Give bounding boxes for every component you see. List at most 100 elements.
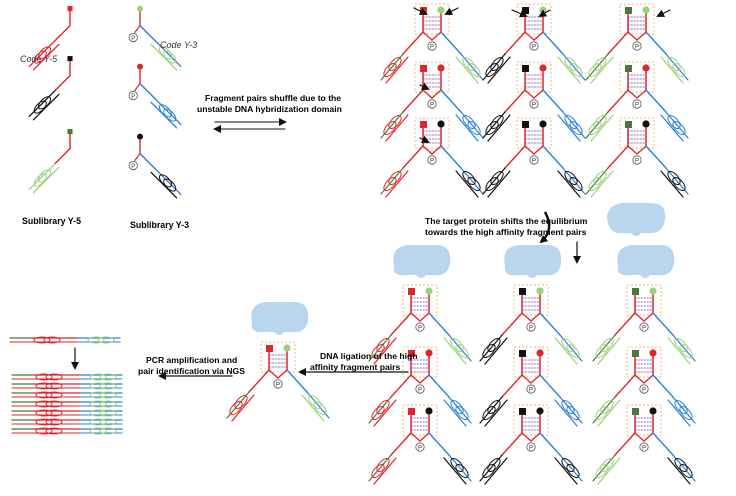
junction — [634, 432, 645, 442]
y5-code-ellipse — [595, 463, 609, 479]
phosphate-label: P — [642, 325, 646, 331]
y3-tag-circle — [437, 64, 445, 72]
fragment-tag-circle — [137, 133, 143, 140]
junction — [524, 89, 535, 99]
junction — [627, 145, 638, 155]
y3-code-ellipse — [450, 457, 464, 473]
y5-code-strand — [487, 170, 511, 198]
y5-tag-square — [408, 288, 415, 295]
junction — [533, 89, 544, 99]
y5-code-ellipse — [593, 114, 607, 130]
y3-code-ellipse — [569, 120, 583, 136]
y5-code-ellipse — [487, 399, 501, 415]
phosphate-circle — [639, 322, 649, 332]
y5-code-ellipse — [388, 170, 402, 186]
y5-code-ellipse — [490, 114, 504, 130]
y5-code-strand — [590, 56, 614, 84]
y3-code-strand — [667, 457, 691, 485]
code-strand — [28, 163, 56, 191]
y3-code-strand — [660, 170, 684, 198]
y3-arm — [286, 369, 308, 393]
phosphate-label: P — [418, 387, 422, 393]
y5-code-ellipse — [485, 62, 499, 78]
code-ellipse — [99, 400, 117, 408]
code-ellipse — [89, 382, 107, 390]
y3-arm — [428, 432, 450, 456]
code-ellipse — [89, 373, 107, 381]
code-ellipse — [35, 409, 53, 417]
phosphate-label: P — [529, 387, 533, 393]
target-protein — [617, 245, 675, 278]
y5-code-strand — [373, 337, 397, 365]
target-text-line1: The target protein shifts the equilibriu… — [425, 216, 588, 226]
y5-arm — [390, 432, 412, 456]
y5-code-strand — [484, 337, 508, 365]
y3-tag-circle — [437, 6, 445, 14]
ligation-text-line2: affinity fragment pairs — [310, 362, 401, 372]
y3-arm — [542, 145, 564, 169]
code-ellipse — [45, 409, 63, 417]
y3-code-ellipse — [679, 343, 693, 359]
phosphate-label: P — [418, 445, 422, 451]
y5-code-ellipse — [485, 120, 499, 136]
y5-arm — [614, 374, 636, 398]
y5-code-strand — [487, 56, 511, 84]
code-ellipse — [45, 400, 63, 408]
junction — [521, 432, 532, 442]
junction — [643, 432, 654, 442]
phosphate-circle — [529, 99, 539, 109]
y3-tag-circle — [539, 64, 547, 72]
phosphate-circle — [427, 99, 437, 109]
code-ellipse — [158, 46, 173, 60]
code-ellipse — [37, 169, 52, 183]
y3-code-ellipse — [462, 56, 476, 72]
hybridization-box — [516, 117, 552, 149]
code-strand — [28, 90, 56, 118]
y5-code-strand — [373, 399, 397, 427]
phosphate-label: P — [532, 158, 536, 164]
fragment-tag-square — [67, 129, 73, 135]
y5-arm — [390, 374, 412, 398]
hybridization-box — [513, 284, 549, 316]
y5-arm — [501, 432, 523, 456]
y5-arm — [248, 369, 270, 393]
hybridization-box — [619, 117, 655, 149]
y5-code-strand — [484, 399, 508, 427]
junction — [533, 31, 544, 41]
y5-code-ellipse — [371, 405, 385, 421]
hybridization-box — [626, 404, 662, 436]
y5-tag-square — [522, 121, 529, 128]
phosphate-label: P — [529, 445, 533, 451]
pointer-arrow — [511, 9, 528, 18]
phosphate-label: P — [430, 158, 434, 164]
junction — [410, 374, 421, 384]
code-ellipse — [97, 336, 115, 344]
code-ellipse — [99, 373, 117, 381]
phosphate-label: P — [276, 382, 280, 388]
y3-arm — [542, 89, 564, 113]
y5-arm — [504, 145, 526, 169]
y5-code-ellipse — [490, 170, 504, 186]
y3-code-ellipse — [674, 337, 688, 353]
y5-code-ellipse — [490, 56, 504, 72]
code-ellipse — [163, 108, 177, 122]
y5-code-ellipse — [388, 114, 402, 130]
y3-arm — [539, 312, 561, 336]
shuffle-text-line1: Fragment pairs shuffle due to the — [205, 93, 342, 103]
hybridization-box — [402, 346, 438, 378]
phosphate-label: P — [635, 102, 639, 108]
y5-code-ellipse — [383, 120, 397, 136]
code-ellipse — [99, 409, 117, 417]
y3-code-ellipse — [313, 400, 327, 416]
target-protein — [251, 302, 309, 335]
phosphate-circle — [415, 384, 425, 394]
phosphate-label: P — [430, 102, 434, 108]
phosphate-label: P — [635, 44, 639, 50]
y5-tag-square — [632, 350, 639, 357]
stem-red — [134, 153, 141, 161]
phosphate-circle — [273, 379, 283, 389]
y5-code-strand — [590, 170, 614, 198]
y3-arm — [542, 31, 564, 55]
y3-code-ellipse — [462, 170, 476, 186]
